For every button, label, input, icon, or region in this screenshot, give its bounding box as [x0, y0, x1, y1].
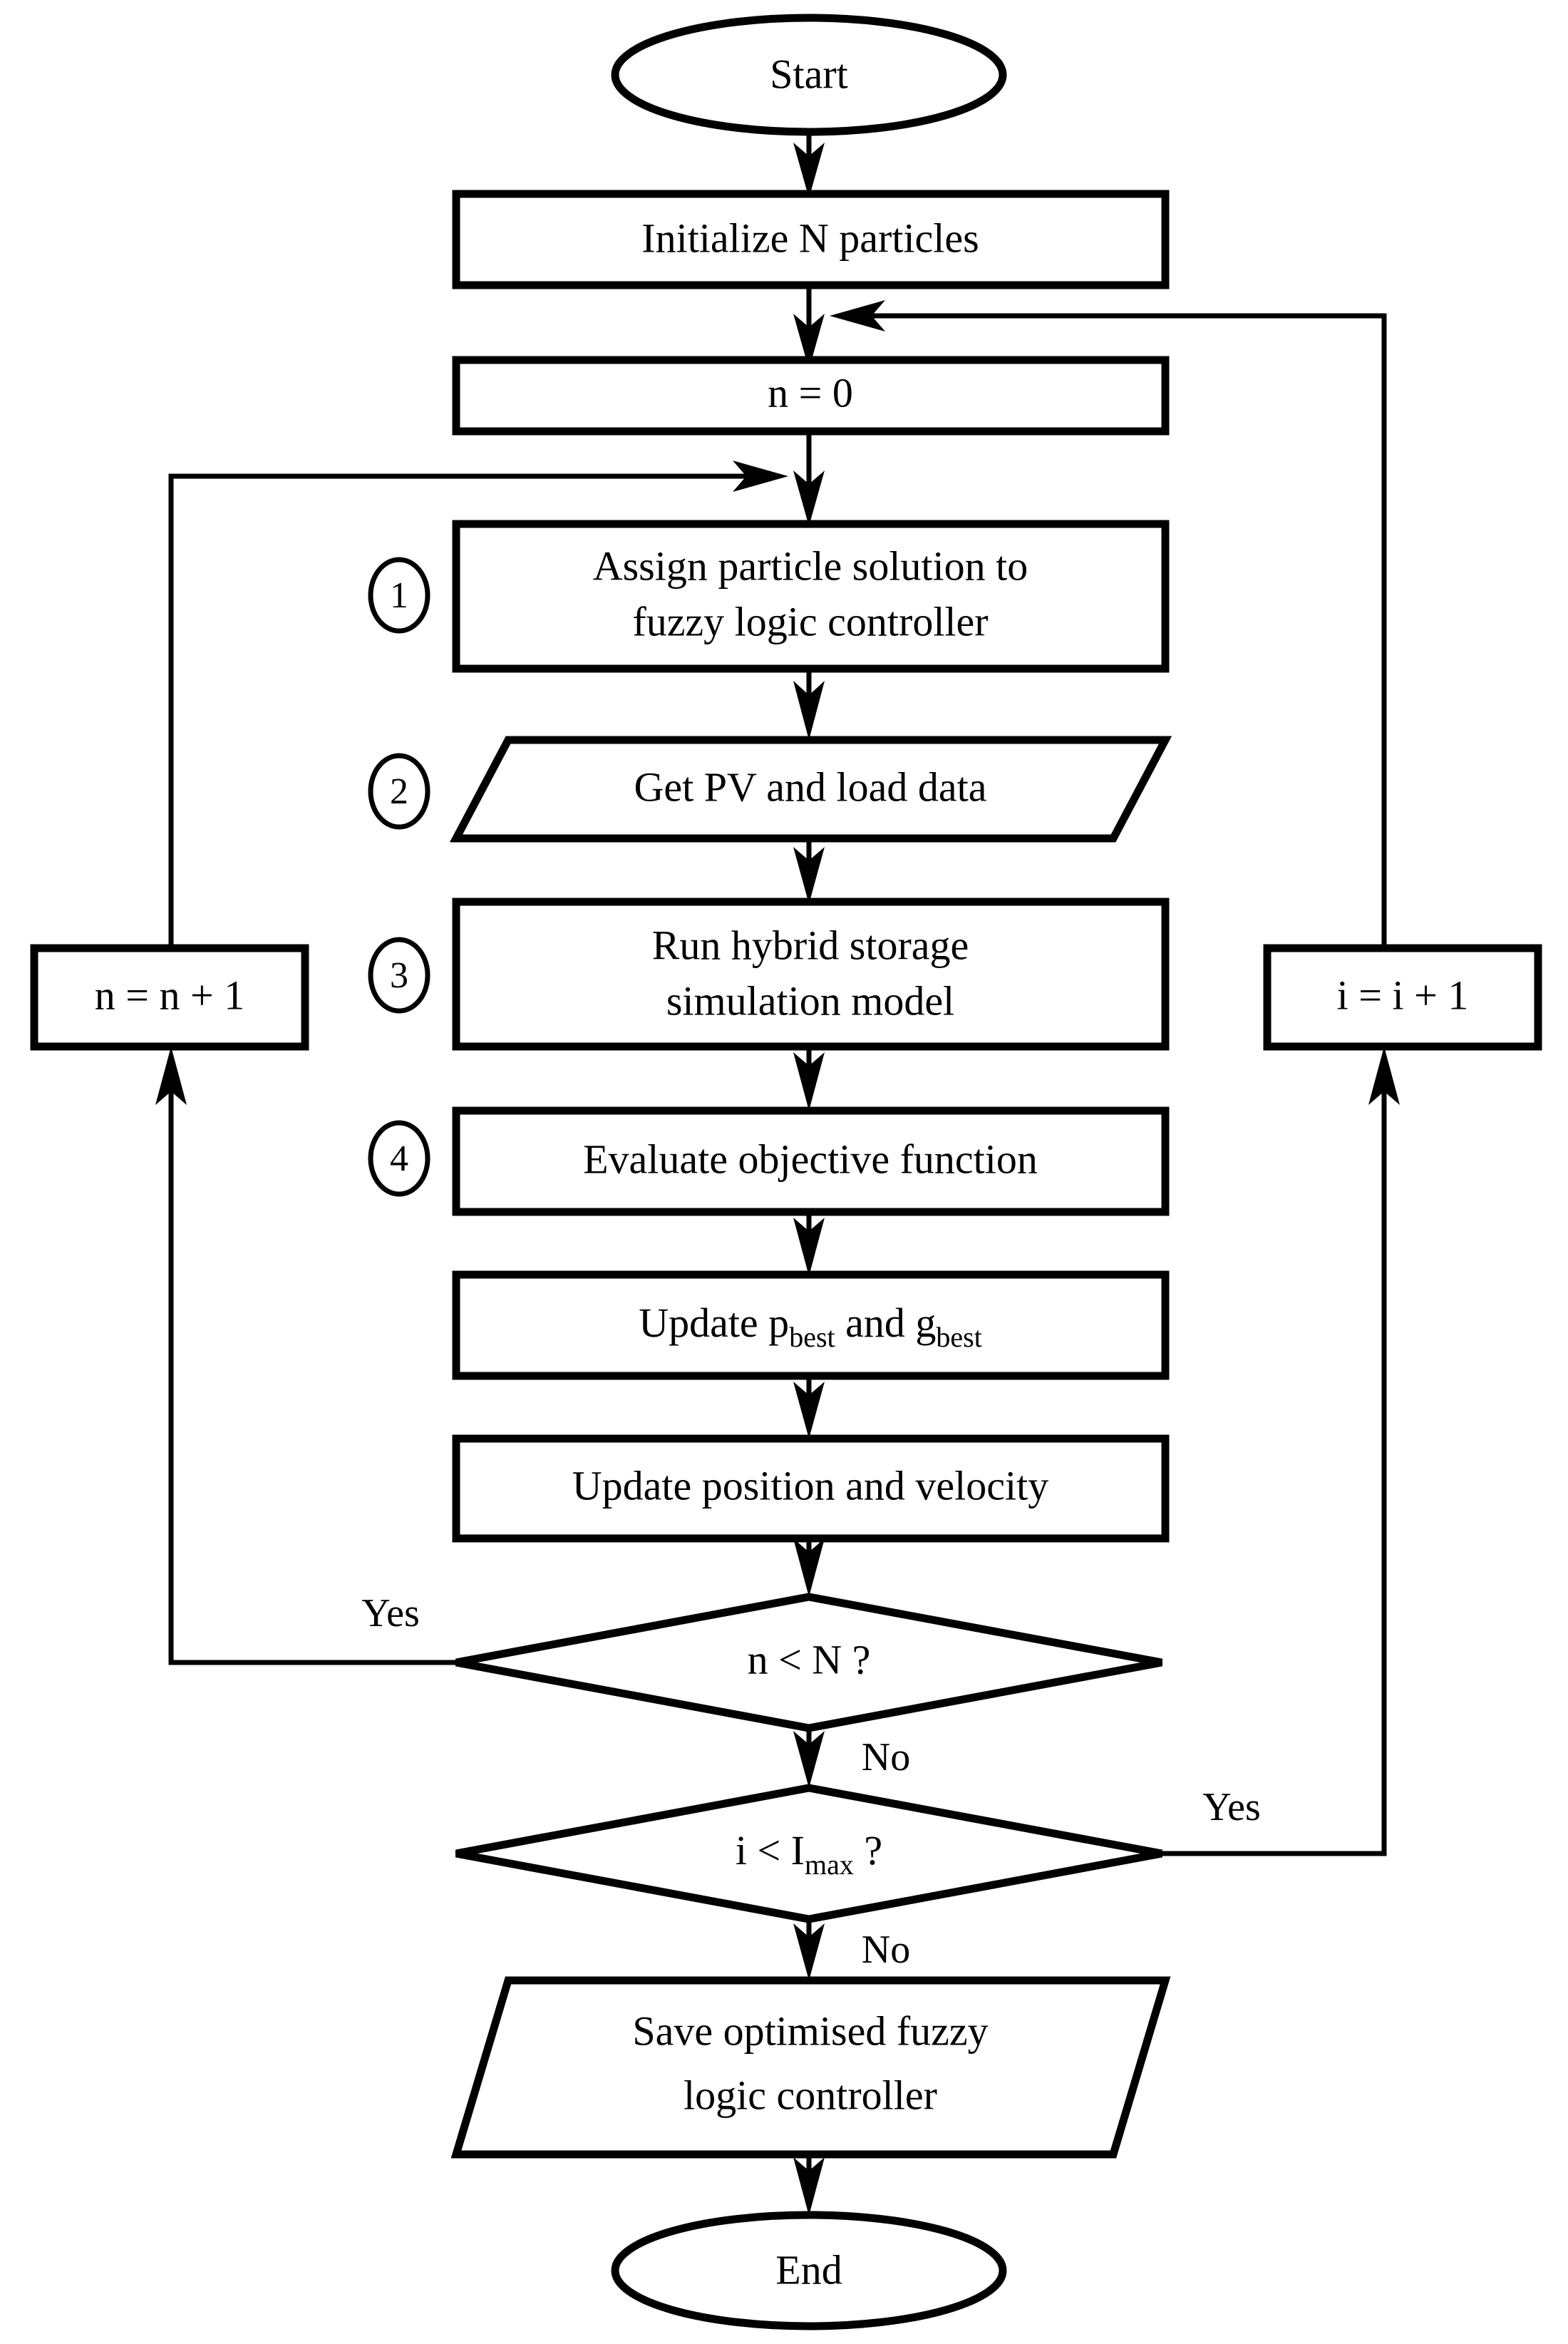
node-get-data[interactable]: Get PV and load data	[449, 736, 1172, 843]
edge-label-i-no: No	[862, 1928, 910, 1972]
node-decision-i-sub: max	[805, 1849, 854, 1881]
node-save[interactable]: Save optimised fuzzy logic controller	[450, 1976, 1171, 2159]
connector-save-to-end	[793, 2154, 825, 2216]
node-n-zero[interactable]: n = 0	[452, 356, 1170, 436]
node-initialize[interactable]: Initialize N particles	[452, 190, 1170, 289]
node-update-best-prefix: Update p	[639, 1300, 789, 1346]
node-decision-i-label: i < Imax ?	[736, 1827, 882, 1881]
node-evaluate[interactable]: Evaluate objective function	[452, 1106, 1170, 1216]
node-assign[interactable]: Assign particle solution to fuzzy logic …	[452, 520, 1170, 673]
node-decision-i-prefix: i < I	[736, 1827, 805, 1873]
node-update-best[interactable]: Update pbest and gbest	[452, 1270, 1170, 1380]
node-evaluate-label: Evaluate objective function	[583, 1136, 1038, 1182]
edge-label-n-no: No	[862, 1735, 910, 1779]
node-decision-i-suffix: ?	[854, 1827, 882, 1873]
node-update-position-label: Update position and velocity	[572, 1462, 1048, 1508]
node-update-best-label: Update pbest and gbest	[639, 1300, 982, 1353]
badge-four-label: 4	[390, 1138, 408, 1179]
connector-decision-n-no	[793, 1728, 825, 1788]
node-update-best-sub1: best	[789, 1321, 835, 1353]
badge-one-label: 1	[390, 575, 408, 616]
node-update-best-mid: and g	[835, 1300, 937, 1346]
node-i-increment-label: i = i + 1	[1337, 972, 1469, 1018]
node-start[interactable]: Start	[611, 14, 1007, 136]
edge-label-i-yes: Yes	[1202, 1785, 1260, 1829]
node-i-increment[interactable]: i = i + 1	[1263, 944, 1542, 1051]
node-end-label: End	[775, 2246, 842, 2293]
node-assign-line1: Assign particle solution to	[593, 543, 1028, 589]
connector-decision-i-no	[793, 1919, 825, 1980]
node-decision-i[interactable]: i < Imax ?	[455, 1784, 1163, 1923]
badge-four: 4	[368, 1120, 430, 1197]
badge-two: 2	[368, 753, 430, 830]
connector-decision-i-yes	[1158, 1047, 1400, 1856]
connector-getdata-to-runsim	[793, 838, 825, 904]
node-update-best-sub2: best	[936, 1321, 981, 1353]
node-initialize-label: Initialize N particles	[641, 215, 979, 261]
badge-three-label: 3	[390, 955, 408, 996]
node-run-sim-line2: simulation model	[666, 977, 954, 1024]
node-n-increment-label: n = n + 1	[95, 972, 244, 1018]
node-save-line1: Save optimised fuzzy	[632, 2008, 988, 2054]
badge-one: 1	[368, 557, 430, 634]
node-save-line2: logic controller	[684, 2072, 937, 2118]
connector-decision-n-yes	[155, 1047, 460, 1665]
node-update-position[interactable]: Update position and velocity	[452, 1434, 1170, 1543]
node-get-data-label: Get PV and load data	[634, 764, 986, 810]
node-decision-n[interactable]: n < N ?	[455, 1593, 1163, 1732]
node-decision-n-label: n < N ?	[748, 1636, 871, 1682]
connector-initialize-to-nzero	[793, 285, 825, 369]
node-n-zero-label: n = 0	[768, 369, 853, 416]
connector-runsim-to-evaluate	[793, 1047, 825, 1111]
node-assign-line2: fuzzy logic controller	[632, 598, 988, 644]
node-run-sim[interactable]: Run hybrid storage simulation model	[452, 898, 1170, 1051]
connector-i-loop-return	[830, 300, 1387, 947]
edge-label-n-yes: Yes	[361, 1591, 419, 1635]
node-start-label: Start	[770, 51, 848, 97]
connector-nzero-to-assign	[793, 432, 825, 526]
connector-updatepos-to-decision-n	[793, 1538, 825, 1597]
connector-updatebest-to-updatepos	[793, 1376, 825, 1439]
node-n-increment[interactable]: n = n + 1	[30, 944, 309, 1051]
connector-n-loop-return	[168, 461, 788, 947]
node-end[interactable]: End	[611, 2211, 1007, 2330]
connector-evaluate-to-updatebest	[793, 1212, 825, 1276]
badge-two-label: 2	[390, 771, 408, 812]
badge-three: 3	[368, 937, 430, 1014]
node-run-sim-line1: Run hybrid storage	[652, 922, 969, 968]
connector-assign-to-getdata	[793, 669, 825, 740]
